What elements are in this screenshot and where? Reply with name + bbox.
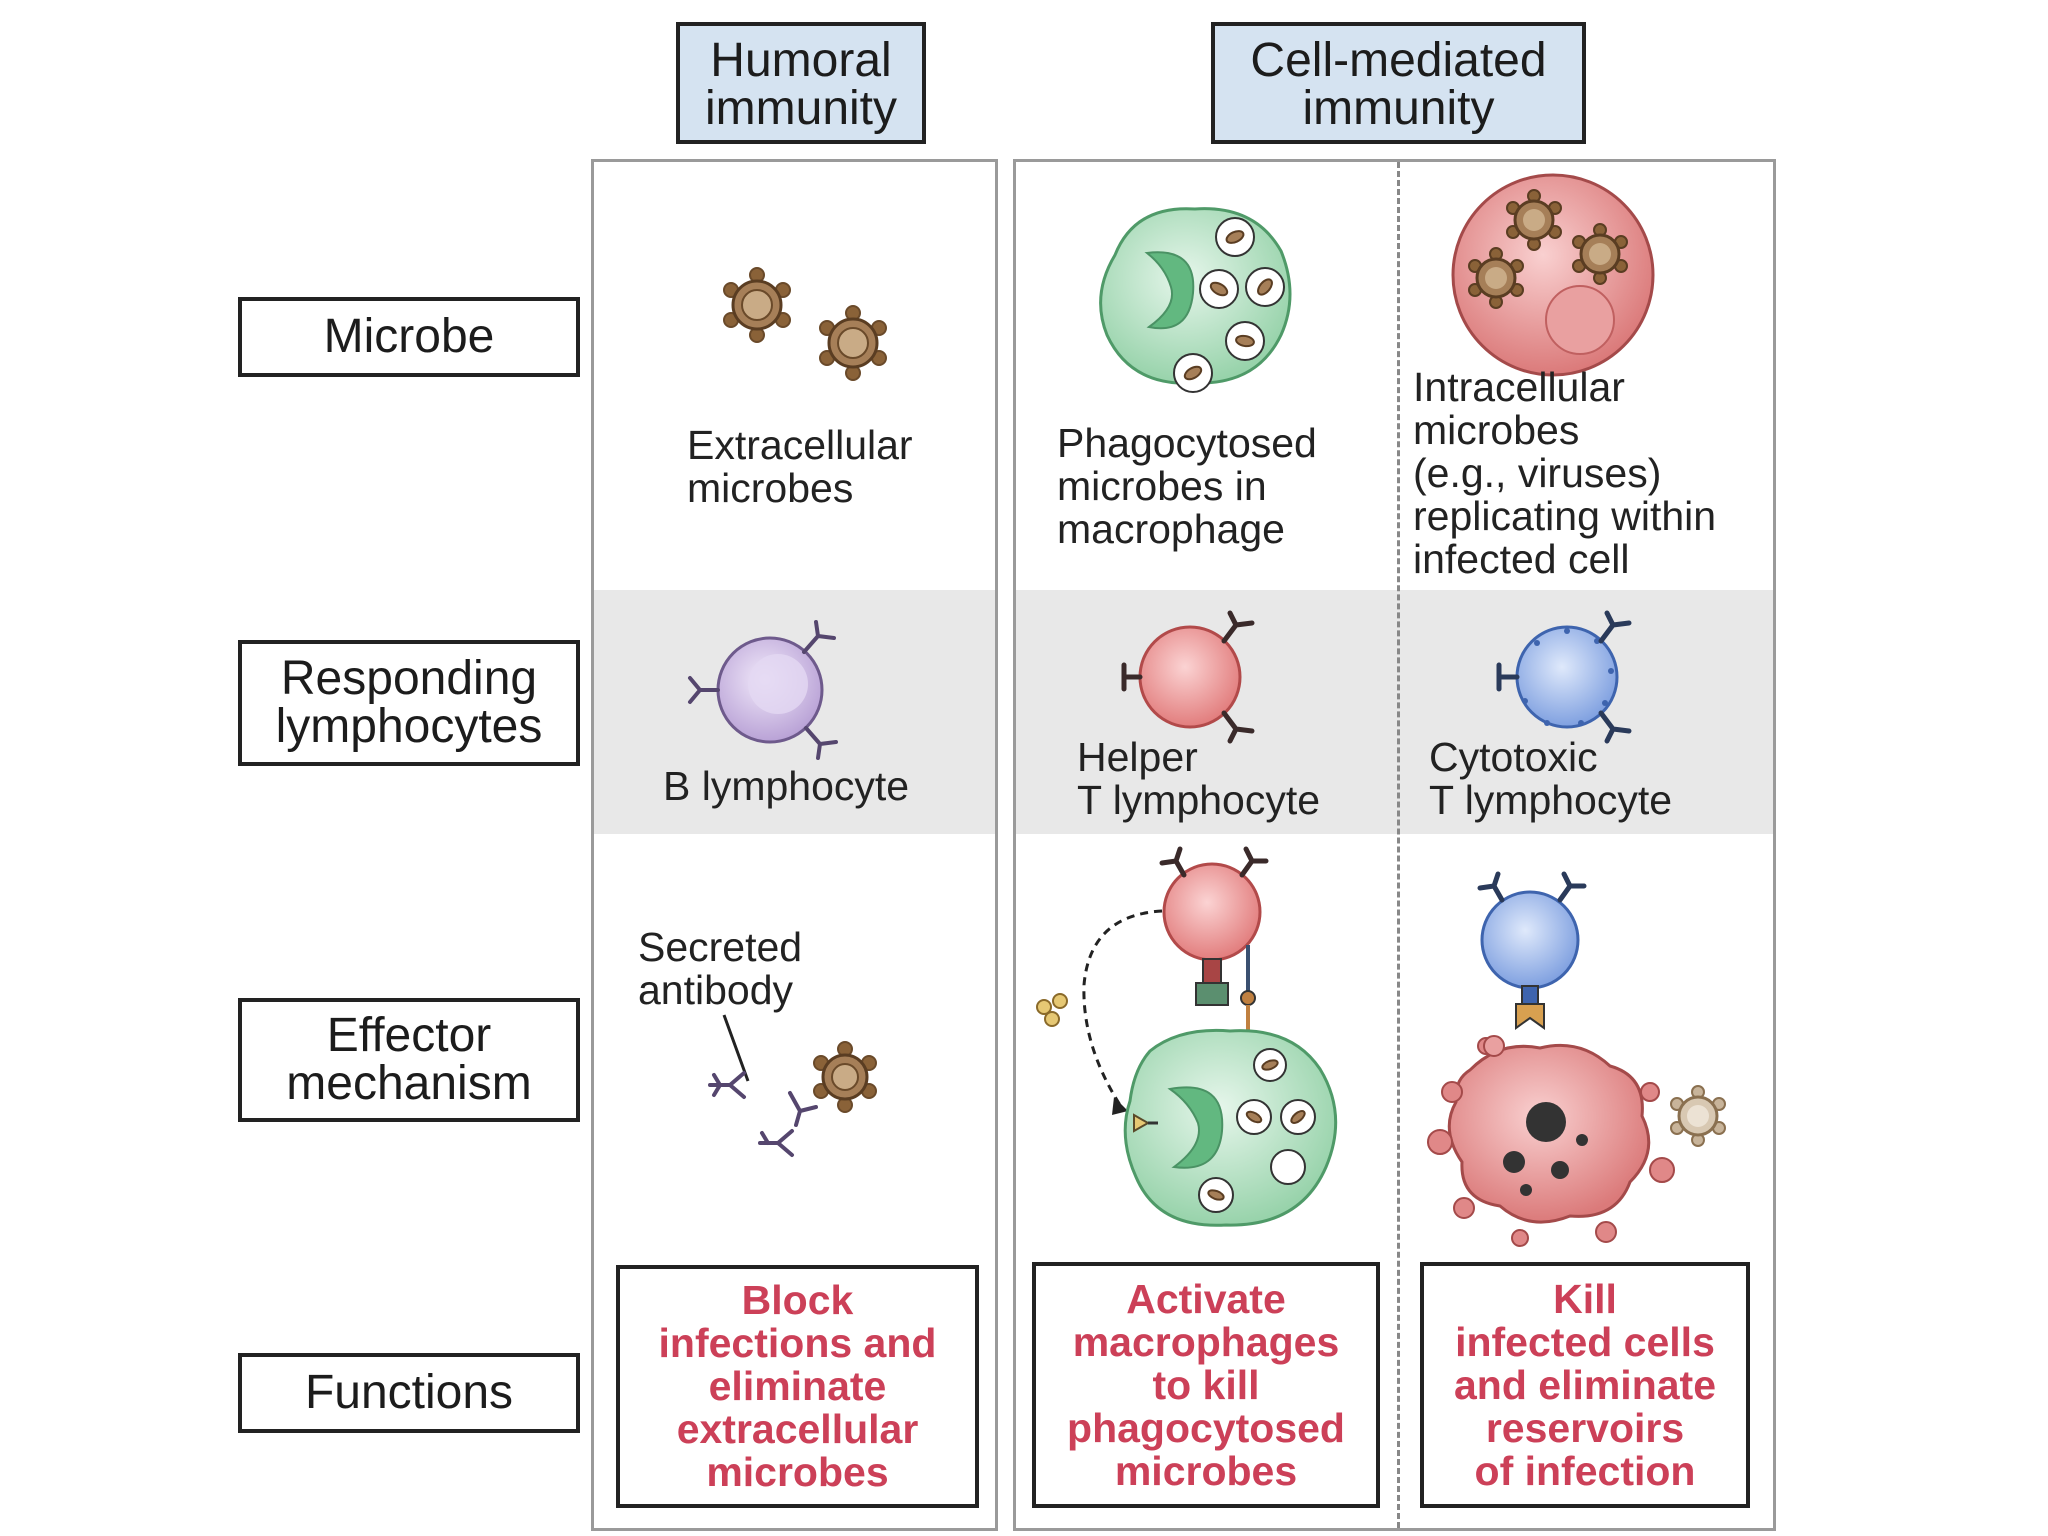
helper-t-cell-icon — [1121, 610, 1255, 744]
antibody-icon — [708, 1071, 818, 1157]
column-divider — [1397, 162, 1400, 1528]
header-humoral-immunity: Humoral immunity — [676, 22, 926, 144]
virus-icon — [1670, 1085, 1726, 1147]
row-label-functions: Functions — [238, 1353, 580, 1433]
helper-function-text: Activate macrophages to kill phagocytose… — [1067, 1275, 1345, 1494]
secreted-antibody-art — [708, 1014, 877, 1157]
cytotoxic-t-lymphocyte-label: Cytotoxic T lymphocyte — [1429, 734, 1673, 823]
humoral-function-box: Block infections and eliminate extracell… — [616, 1265, 979, 1508]
b-lymphocyte-label: B lymphocyte — [663, 763, 910, 809]
row-label-responding-lymphocytes: Responding lymphocytes — [238, 640, 580, 766]
cytotoxic-function-box: Kill infected cells and eliminate reserv… — [1420, 1262, 1750, 1508]
cytotoxic-function-text: Kill infected cells and eliminate reserv… — [1453, 1275, 1716, 1494]
helper-effector-art — [1036, 846, 1338, 1227]
phagocytosed-microbes-label: Phagocytosed microbes in macrophage — [1057, 420, 1317, 552]
row-label-microbe: Microbe — [238, 297, 580, 377]
infected-cell-icon — [1451, 173, 1655, 377]
b-cell-icon — [688, 620, 838, 760]
virus-icon — [813, 1041, 877, 1113]
cytotoxic-t-cell-icon — [1496, 610, 1632, 744]
intracellular-microbes-label: Intracellular microbes (e.g., viruses) r… — [1413, 364, 1717, 582]
extracellular-microbes-art — [723, 267, 887, 381]
cytokine-icon — [1036, 993, 1068, 1027]
helper-function-box: Activate macrophages to kill phagocytose… — [1032, 1262, 1380, 1508]
secreted-antibody-label: Secreted antibody — [638, 924, 803, 1013]
macrophage-icon — [1099, 207, 1292, 393]
header-cell-mediated-immunity: Cell-mediated immunity — [1211, 22, 1586, 144]
humoral-function-text: Block infections and eliminate extracell… — [658, 1277, 937, 1495]
virus-icon — [819, 305, 887, 381]
extracellular-microbes-label: Extracellular microbes — [687, 422, 913, 511]
row-label-effector-mechanism: Effector mechanism — [238, 998, 580, 1122]
cytotoxic-effector-art — [1427, 871, 1726, 1247]
lymphocyte-band-cell-mediated — [1016, 590, 1773, 834]
helper-t-lymphocyte-label: Helper T lymphocyte — [1077, 734, 1321, 823]
virus-icon — [723, 267, 791, 343]
virus-icon — [1468, 189, 1628, 309]
